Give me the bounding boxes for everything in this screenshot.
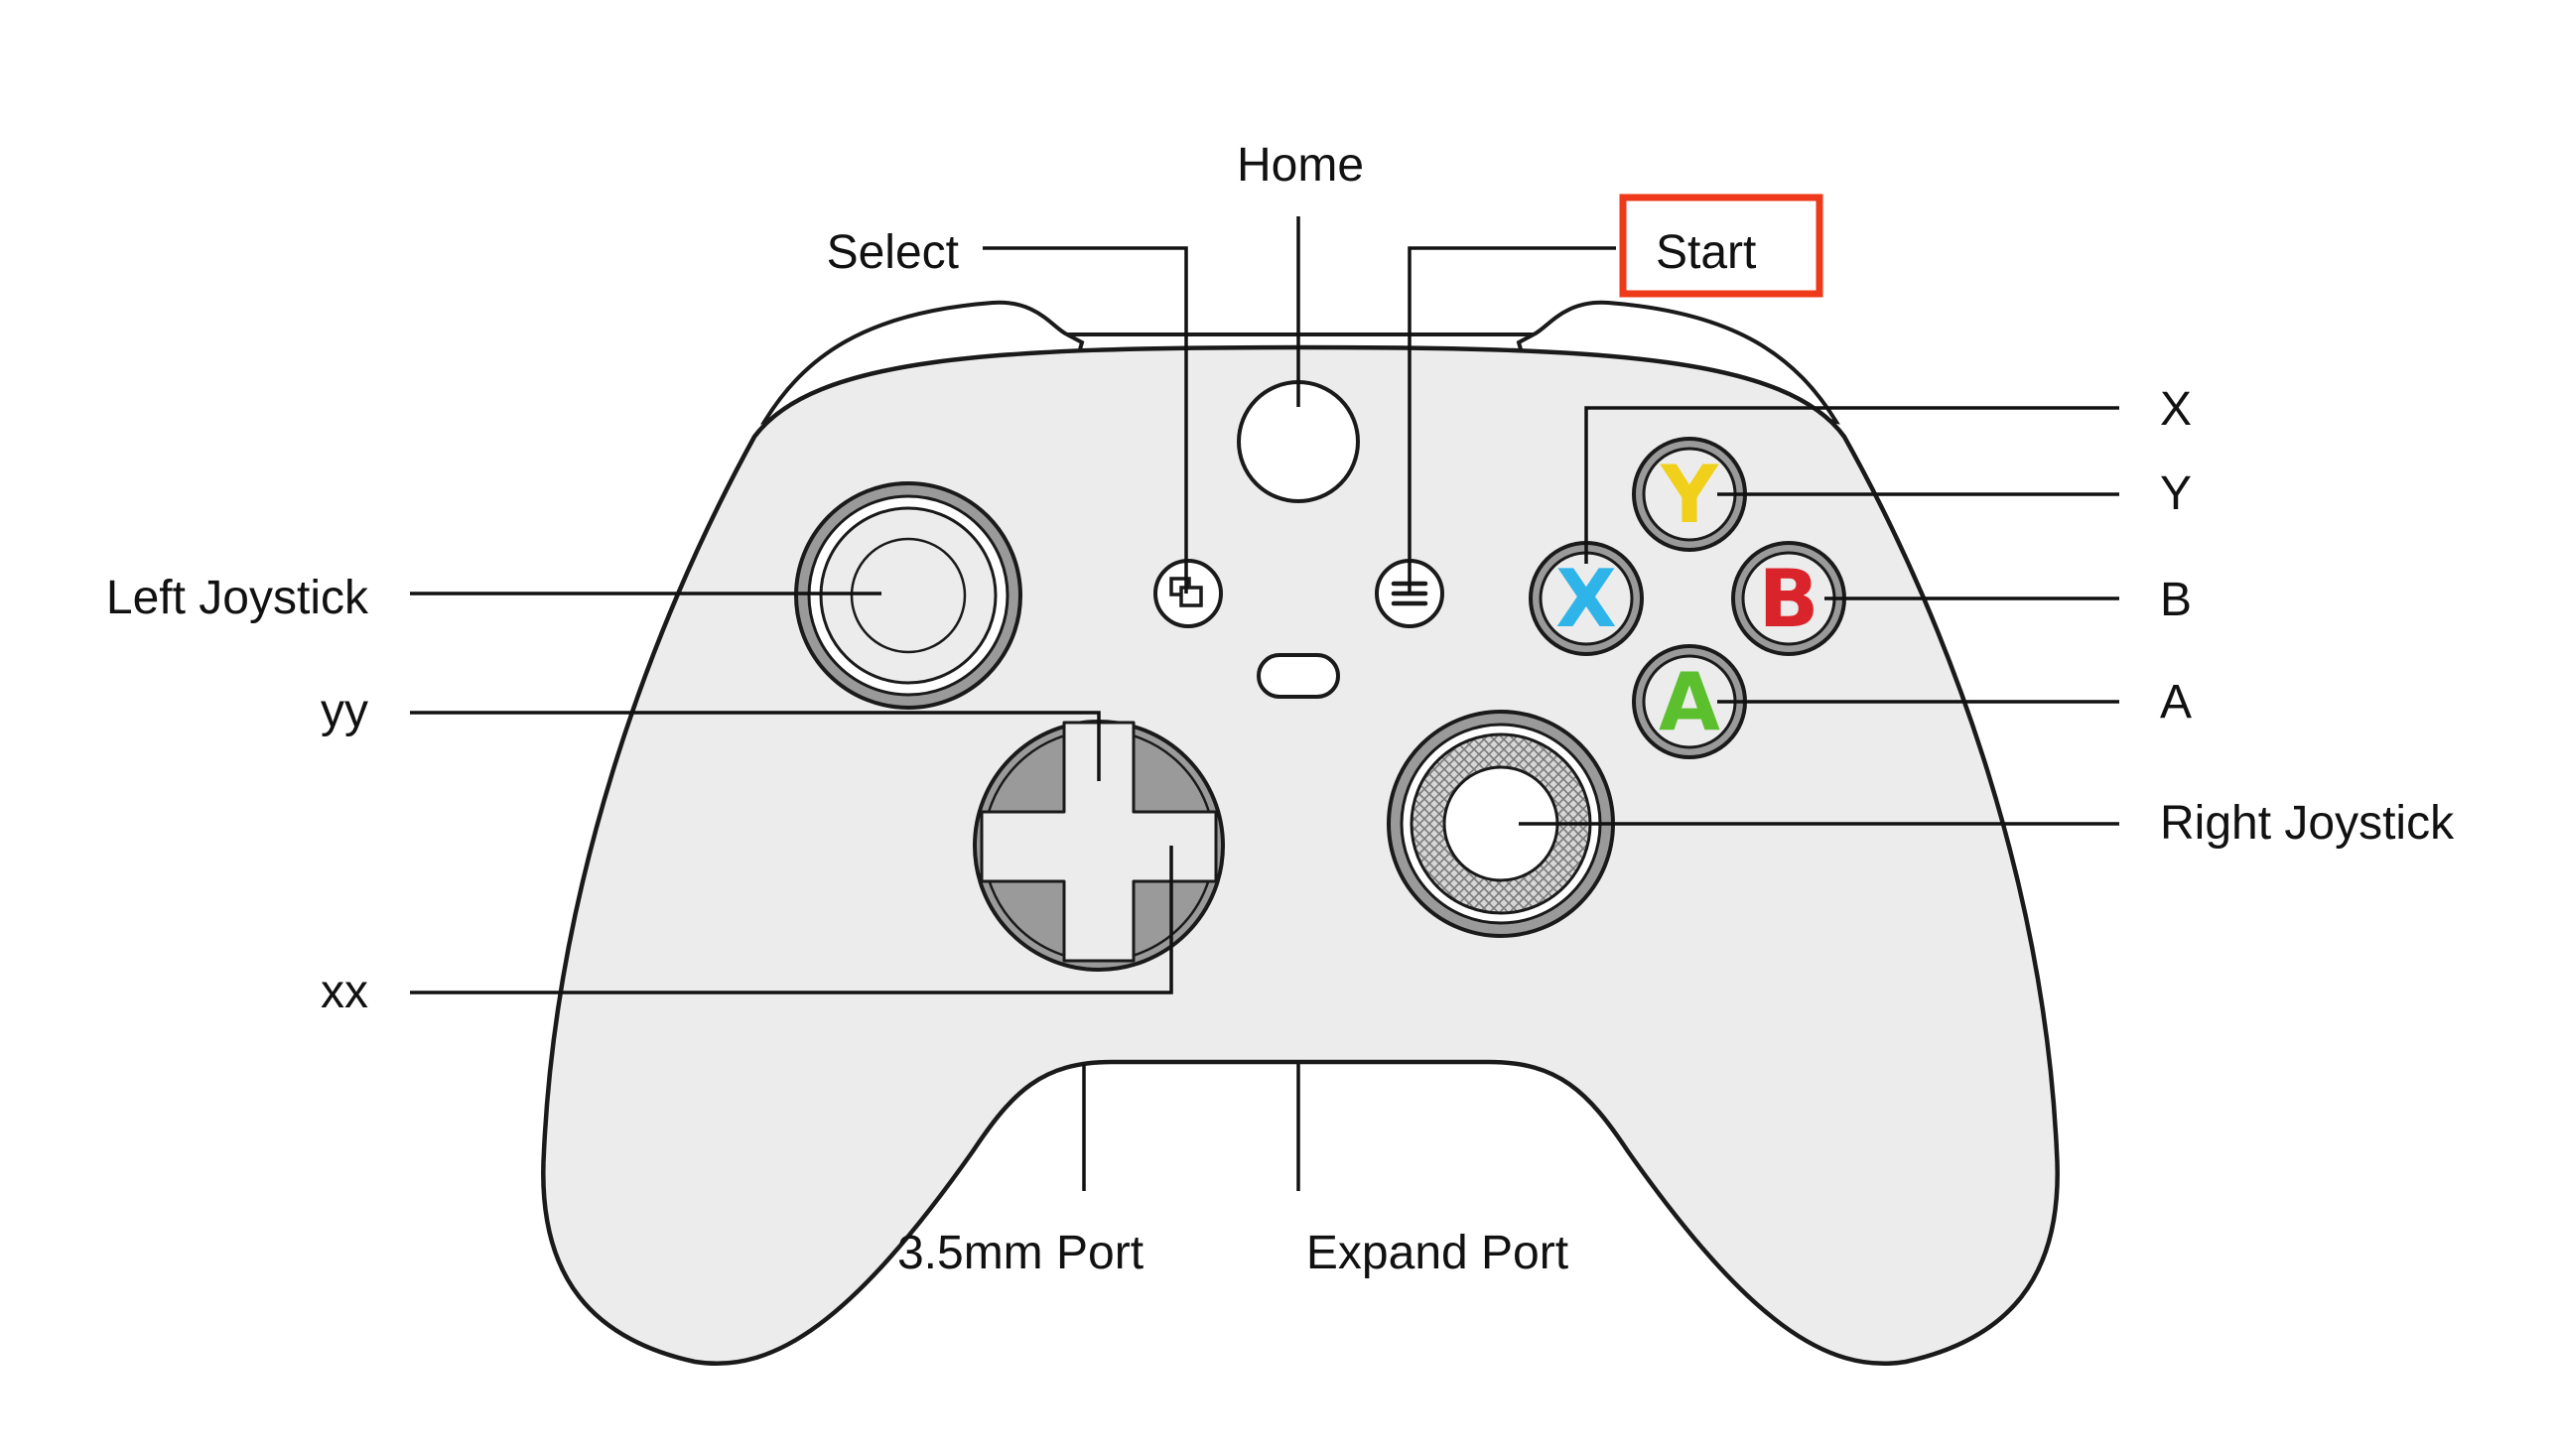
y-button[interactable]: Y (1632, 437, 1747, 552)
b-button-letter: B (1759, 553, 1819, 645)
a-label: A (2160, 676, 2192, 728)
right-joystick-label: Right Joystick (2160, 797, 2455, 850)
start-leader (1408, 246, 1616, 594)
y-button-letter: Y (1660, 449, 1719, 541)
right-joystick[interactable] (1387, 710, 1615, 938)
xx-label: xx (321, 966, 368, 1018)
b-button[interactable]: B (1731, 541, 1846, 656)
left-joystick[interactable] (794, 481, 1022, 710)
share-button[interactable] (1257, 653, 1340, 699)
home-label: Home (1237, 139, 1364, 192)
yy-leader (410, 711, 1101, 781)
x-leader (1584, 406, 2119, 564)
select-button[interactable] (1153, 559, 1223, 628)
start-highlight-box (1619, 194, 1823, 298)
a-button-letter: A (1659, 656, 1720, 748)
leader-lines (410, 216, 2119, 1191)
x-label: X (2160, 383, 2192, 436)
x-button-letter: X (1555, 553, 1617, 645)
b-label: B (2160, 574, 2192, 626)
y-label: Y (2160, 467, 2192, 520)
left-joystick-label: Left Joystick (106, 572, 369, 624)
xx-leader (410, 846, 1173, 994)
expand-port-label: Expand Port (1306, 1227, 1568, 1279)
yy-label: yy (321, 685, 368, 737)
port-35mm-label: 3.5mm Port (897, 1227, 1144, 1279)
x-button[interactable]: X (1529, 541, 1644, 656)
start-label: Start (1656, 226, 1756, 279)
select-label: Select (827, 226, 959, 279)
select-leader (983, 246, 1188, 594)
a-button[interactable]: A (1632, 644, 1747, 759)
d-pad[interactable] (973, 720, 1225, 972)
view-icon (1169, 577, 1203, 607)
